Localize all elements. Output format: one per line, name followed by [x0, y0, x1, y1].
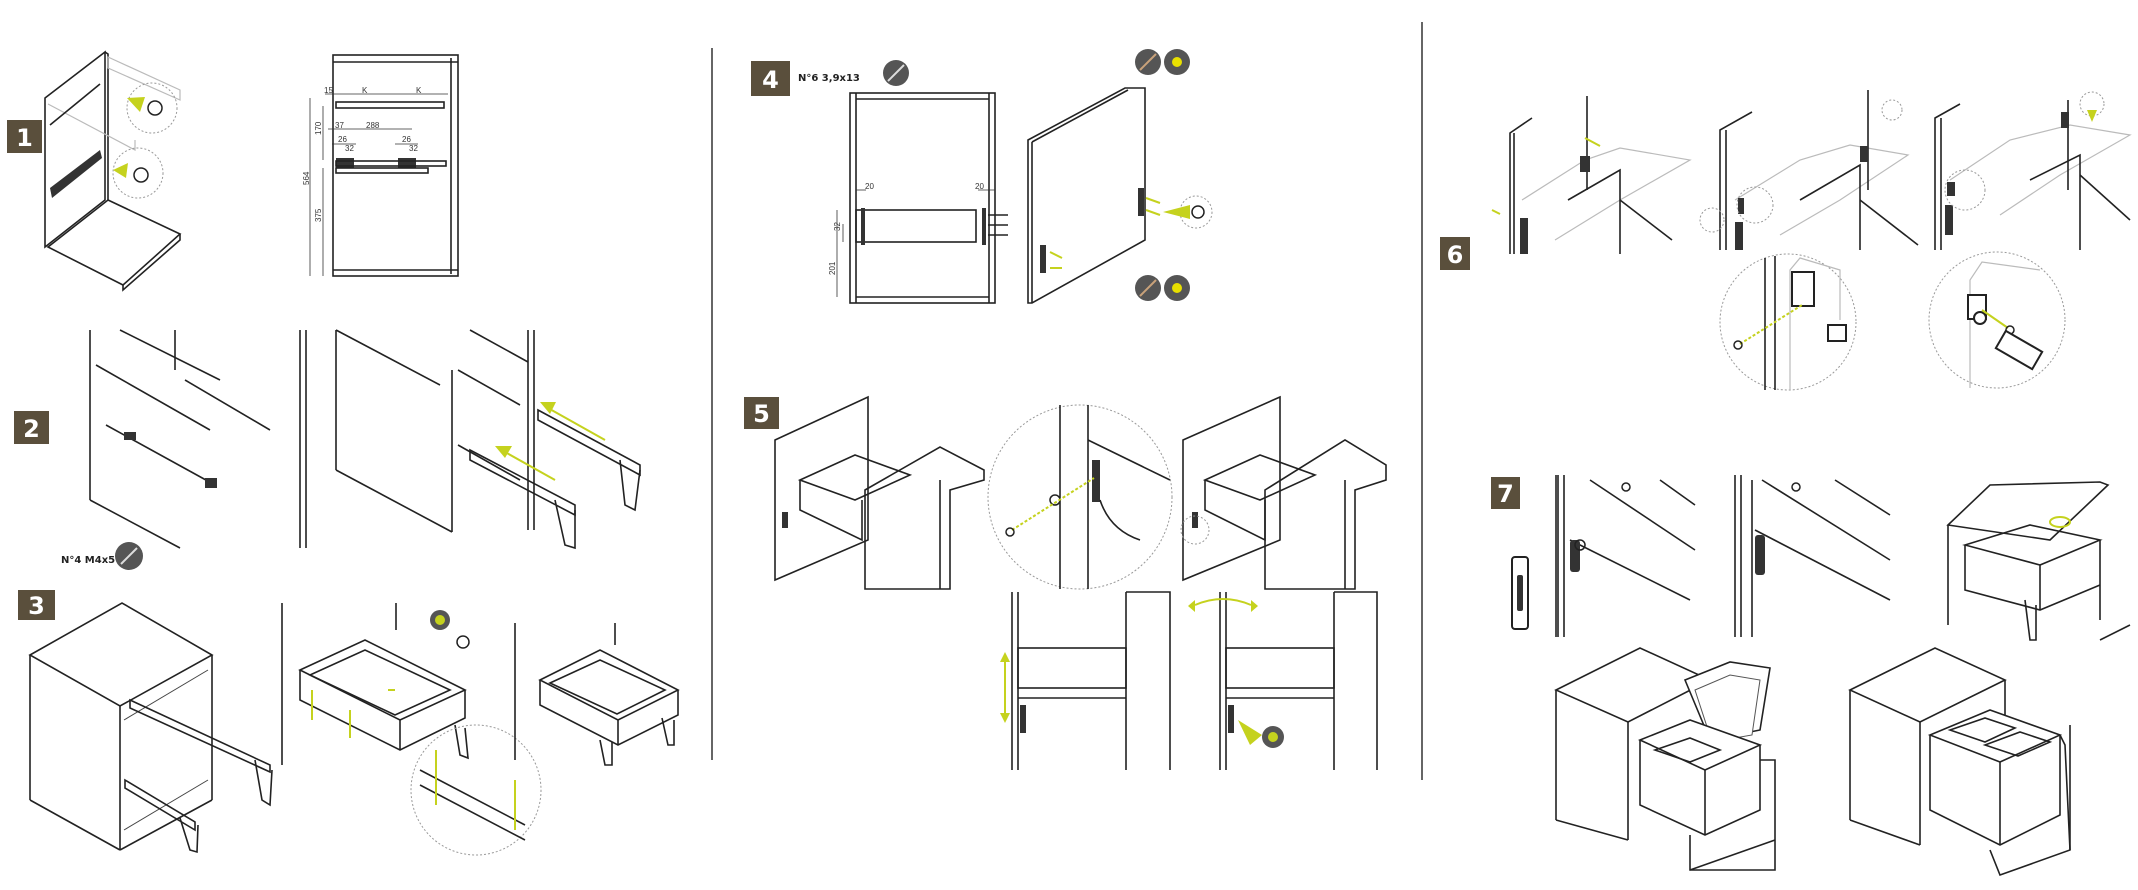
- push-latch-view-1: [1511, 475, 1696, 637]
- drawer-with-lid-view: [1946, 481, 2131, 641]
- step-1: 1 15 K K: [7, 50, 459, 292]
- hardware-label: N°4 M4x5: [61, 555, 115, 566]
- dimension-label: 32: [409, 144, 418, 153]
- step-badge: [744, 397, 779, 429]
- step-badge: [751, 61, 790, 96]
- cabinet-with-runners-drawing: [28, 602, 273, 854]
- dimension-label: 20: [975, 182, 984, 191]
- step-7: 7: [1491, 475, 2131, 877]
- glue-icon: [1164, 49, 1190, 75]
- bracket-detail-circle-left: [1719, 253, 1857, 391]
- step-number: 4: [762, 66, 779, 94]
- tool-icons-bottom: [1135, 275, 1190, 301]
- dimension-label: 375: [314, 208, 323, 222]
- drill-icon: [1135, 49, 1161, 75]
- screwdriver-icon: [883, 60, 909, 86]
- hardware-label: N°6 3,9x13: [798, 73, 860, 84]
- dimension-label: 20: [865, 182, 874, 191]
- dimension-label: 32: [833, 222, 842, 231]
- dimension-label: K: [416, 86, 422, 95]
- dimension-label: 201: [828, 261, 837, 275]
- tool-icons-top: [1135, 49, 1190, 75]
- dimension-label: 37: [335, 121, 344, 130]
- drawer-fitting-drawing: [281, 603, 542, 856]
- dimension-label: 564: [302, 171, 311, 185]
- cabinet-with-bins-open-lid: [1554, 647, 1776, 871]
- assembled-drawer-drawing: [514, 623, 680, 766]
- height-adjust-drawing: [1000, 591, 1171, 770]
- step-badge: [18, 590, 55, 620]
- drawer-front-attach-drawing: [774, 395, 985, 590]
- cabinet-side-panel-drawing: [44, 50, 182, 292]
- front-panel-bracket-drawing: [1027, 87, 1213, 304]
- dimension-label: 32: [345, 144, 354, 153]
- cabinet-top-view-2: [1699, 90, 1919, 250]
- drawer-front-mounted-drawing: [1180, 395, 1387, 590]
- dimension-label: 288: [366, 121, 380, 130]
- cabinet-top-view-1: [1491, 96, 1692, 254]
- step-number: 7: [1497, 480, 1514, 508]
- drill-icon: [1135, 275, 1161, 301]
- dimension-label: 170: [314, 121, 323, 135]
- step-number: 1: [16, 124, 33, 152]
- step-4: 4 N°6 3,9x13 20 20 32 201: [751, 49, 1213, 304]
- cabinet-with-bins-closed: [1848, 647, 2071, 877]
- push-latch-view-2: [1734, 475, 1891, 637]
- bracket-detail-circle: [987, 404, 1173, 590]
- cabinet-top-view-3: [1934, 91, 2132, 250]
- step-2: 2 N°4 M4x5: [14, 329, 641, 570]
- dimension-label: 26: [402, 135, 411, 144]
- cabinet-slide-insert-drawing: [335, 329, 641, 550]
- screwdriver-icon: [115, 542, 143, 570]
- front-panel-dimension-drawing: 20 20 32 201: [828, 92, 1008, 304]
- glue-icon: [1164, 275, 1190, 301]
- step-number: 2: [23, 415, 40, 443]
- step-badge: [7, 120, 42, 153]
- step-number: 3: [28, 592, 45, 620]
- step-5: 5: [744, 395, 1387, 770]
- cabinet-runner-drawing: [89, 329, 307, 549]
- dimension-label: 15: [324, 86, 333, 95]
- step-badge: [14, 411, 49, 444]
- step-6: 6: [1440, 90, 2132, 391]
- step-badge: [1491, 477, 1520, 509]
- step-number: 6: [1447, 241, 1464, 269]
- step-number: 5: [753, 400, 770, 428]
- step1-plan-dimension-drawing: 15 K K 37 288 26 32 26 32 170 564 375: [302, 54, 459, 277]
- step-3: 3: [18, 590, 680, 856]
- bracket-detail-circle-right: [1928, 251, 2066, 389]
- tilt-adjust-drawing: [1188, 591, 1378, 770]
- dimension-label: K: [362, 86, 368, 95]
- step-badge: [1440, 237, 1470, 270]
- dimension-label: 26: [338, 135, 347, 144]
